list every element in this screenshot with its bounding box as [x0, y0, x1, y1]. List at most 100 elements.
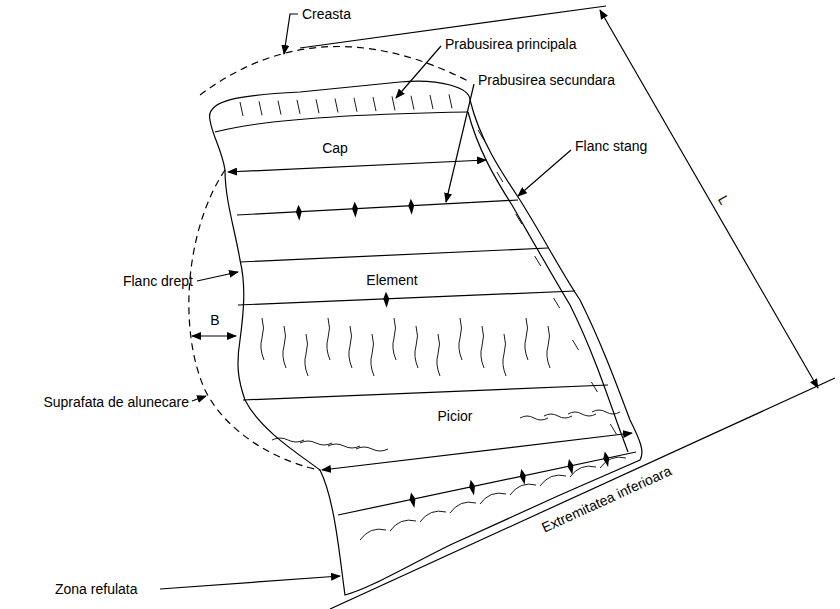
toe-stroke [510, 484, 536, 495]
scarp-hatch [335, 99, 338, 113]
flank-hatch [478, 130, 484, 140]
body-hatch [283, 326, 286, 368]
crest-line [200, 46, 470, 95]
band-line [238, 291, 575, 305]
scarp-hatch [411, 96, 414, 110]
toe-stroke [420, 511, 446, 522]
b-dimension [192, 335, 236, 336]
scarp-hatch [316, 99, 319, 113]
body-hatch [437, 334, 440, 376]
part-label: Extremitatea inferioara [539, 462, 674, 535]
scarp-tooth [352, 209, 358, 218]
body-hatch [503, 334, 506, 376]
leader-line [396, 46, 441, 98]
flank-hatch [591, 382, 597, 392]
scarp-tooth [469, 486, 475, 495]
foot-wave [520, 416, 548, 420]
part-label: B [210, 312, 219, 328]
foot-arrow [322, 433, 632, 470]
part-label: Suprafata de alunecare [43, 394, 189, 410]
part-label: Cap [322, 140, 348, 156]
foot-wave [592, 410, 620, 414]
leader-line [160, 576, 340, 589]
foot-wave [544, 414, 572, 418]
scarp-tooth [603, 458, 609, 467]
scarp-tooth [410, 492, 416, 499]
base-line [330, 378, 835, 609]
head-arrow [228, 160, 486, 172]
body-hatch [371, 334, 374, 376]
scarp-tooth [383, 299, 389, 308]
scarp-hatch [354, 98, 357, 112]
flank-hatch [610, 424, 616, 434]
part-label: Prabusirea principala [445, 36, 577, 52]
part-label: Element [366, 272, 417, 288]
scarp-hatch [278, 101, 281, 115]
flank-hatch [554, 298, 560, 308]
body-hatch [349, 326, 352, 368]
toe-stroke [360, 529, 386, 540]
scarp-tooth [383, 292, 389, 299]
foot-wave [272, 438, 304, 442]
part-label: Creasta [302, 6, 351, 22]
scarp-tooth [603, 451, 609, 458]
flank-edge [468, 112, 628, 452]
leader-line [197, 272, 238, 281]
body-hatch [393, 318, 396, 360]
band-line [240, 248, 548, 262]
body-hatch [547, 326, 550, 368]
foot-wave [356, 447, 388, 451]
scarp-hatch [430, 95, 433, 109]
part-label: L [715, 193, 733, 208]
scarp-tooth [520, 475, 526, 484]
scarp-hatch [297, 100, 300, 114]
scarp-tooth [568, 459, 574, 466]
flank-hatch [573, 340, 579, 350]
scarp-tooth [410, 499, 416, 508]
scarp-tooth [296, 212, 302, 221]
leader-line [518, 150, 571, 196]
body-hatch [327, 318, 330, 360]
body-hatch [459, 318, 462, 360]
scarp-hatch [259, 101, 262, 115]
l-dimension [600, 10, 818, 388]
body-hatch [261, 318, 264, 360]
foot-wave [328, 444, 360, 448]
toe-stroke [570, 466, 596, 477]
main-scarp-edge [215, 112, 468, 132]
scarp-hatch [449, 94, 452, 108]
scarp-tooth [352, 202, 358, 209]
part-label: Picior [437, 408, 472, 424]
band-line [243, 385, 608, 400]
toe-stroke [390, 520, 416, 531]
scarp-tooth [408, 199, 414, 206]
flank-hatch [497, 172, 503, 182]
foot-wave [300, 441, 332, 445]
slip-surface [189, 170, 320, 470]
toe-stroke [480, 493, 506, 504]
toe-stroke [600, 457, 626, 468]
part-label: Zona refulata [55, 581, 138, 597]
flank-hatch [516, 214, 522, 224]
part-label: Prabusirea secundara [478, 72, 615, 88]
scarp-hatch [392, 96, 395, 110]
scarp-tooth [520, 469, 526, 476]
flank-hatch [535, 256, 541, 266]
part-label: Flanc stang [575, 138, 647, 154]
scarp-hatch [373, 97, 376, 111]
leader-line [284, 14, 298, 54]
body-hatch [525, 318, 528, 360]
leader-line [446, 84, 474, 202]
scarp-hatch [240, 102, 243, 116]
secondary-scarp [237, 200, 518, 215]
toe-stroke [540, 475, 566, 486]
foot-wave [568, 412, 596, 416]
scarp-tooth [408, 206, 414, 215]
leader-line [192, 396, 206, 401]
scarp-tooth [296, 205, 302, 212]
body-hatch [305, 334, 308, 376]
body-hatch [415, 326, 418, 368]
toe-stroke [450, 502, 476, 513]
